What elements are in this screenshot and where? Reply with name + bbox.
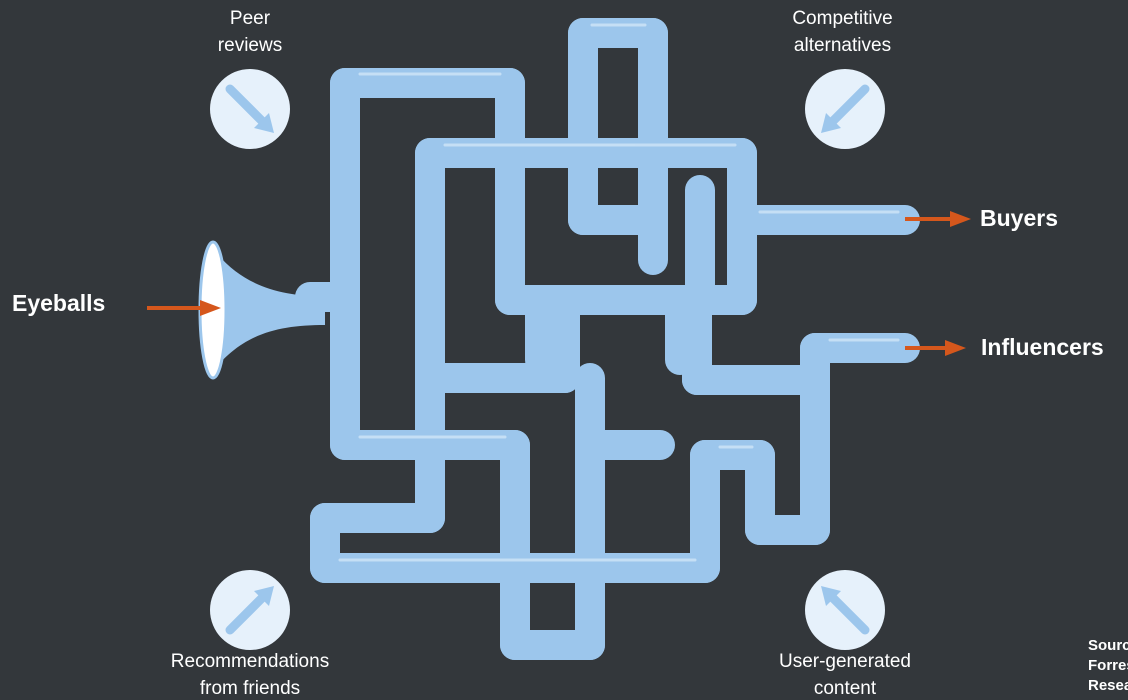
arrow-up-left-icon [805, 570, 885, 650]
arrow-down-left-icon [805, 69, 885, 149]
source-note: Source: Forrester Research [1088, 637, 1128, 694]
arrow-down-right-icon [210, 69, 290, 149]
peer-reviews-label: Peer reviews [217, 8, 283, 56]
buyers-arrow [905, 211, 971, 227]
influencers-label: Influencers [981, 334, 1104, 360]
funnel-icon [198, 240, 325, 380]
maze-pipe [295, 18, 920, 660]
influencers-arrow [905, 340, 966, 356]
buyers-label: Buyers [980, 205, 1058, 231]
maze-highlight [338, 23, 900, 562]
competitive-alternatives-label: Competitive alternatives [792, 8, 893, 56]
user-generated-content-label: User-generated content [778, 651, 912, 699]
recommendations-label: Recommendations from friends [170, 651, 330, 699]
arrow-up-right-icon [210, 570, 290, 650]
eyeballs-arrow [147, 300, 221, 316]
eyeballs-label: Eyeballs [12, 290, 106, 316]
